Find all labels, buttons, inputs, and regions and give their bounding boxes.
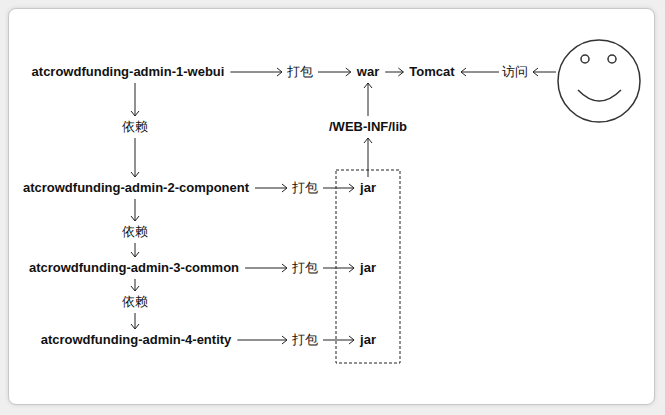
node-text: /WEB-INF/lib: [329, 119, 407, 135]
node-text: jar: [360, 260, 376, 276]
artifact-label: war: [355, 64, 381, 80]
connector: [385, 68, 403, 76]
edge-label: 依赖: [121, 119, 149, 135]
connector: [364, 83, 372, 116]
edge-label: 打包: [291, 180, 319, 196]
node-text: jar: [360, 332, 376, 348]
action-label: 访问: [501, 64, 529, 80]
artifact-label: jar: [358, 332, 378, 348]
edge-label: 依赖: [121, 294, 149, 310]
node-text: atcrowdfunding-admin-2-component: [23, 180, 249, 196]
connector: [364, 138, 372, 177]
server-label: Tomcat: [407, 64, 456, 80]
node-text: atcrowdfunding-admin-4-entity: [41, 332, 232, 348]
module-label: atcrowdfunding-admin-3-common: [27, 260, 241, 276]
node-text: war: [357, 64, 379, 80]
module-label: atcrowdfunding-admin-1-webui: [30, 64, 227, 80]
edge-label: 打包: [286, 64, 314, 80]
folder-label: /WEB-INF/lib: [327, 119, 409, 135]
node-text: atcrowdfunding-admin-1-webui: [32, 64, 225, 80]
edge-label: 依赖: [121, 224, 149, 240]
smiley-face: [558, 40, 640, 122]
artifact-label: jar: [358, 180, 378, 196]
node-text: Tomcat: [409, 64, 454, 80]
artifact-label: jar: [358, 260, 378, 276]
dashed-group-box: [336, 170, 400, 363]
node-text: atcrowdfunding-admin-3-common: [29, 260, 239, 276]
node-text: jar: [360, 180, 376, 196]
module-label: atcrowdfunding-admin-2-component: [21, 180, 251, 196]
edge-label: 打包: [291, 260, 319, 276]
module-label: atcrowdfunding-admin-4-entity: [39, 332, 234, 348]
edge-label: 打包: [291, 332, 319, 348]
